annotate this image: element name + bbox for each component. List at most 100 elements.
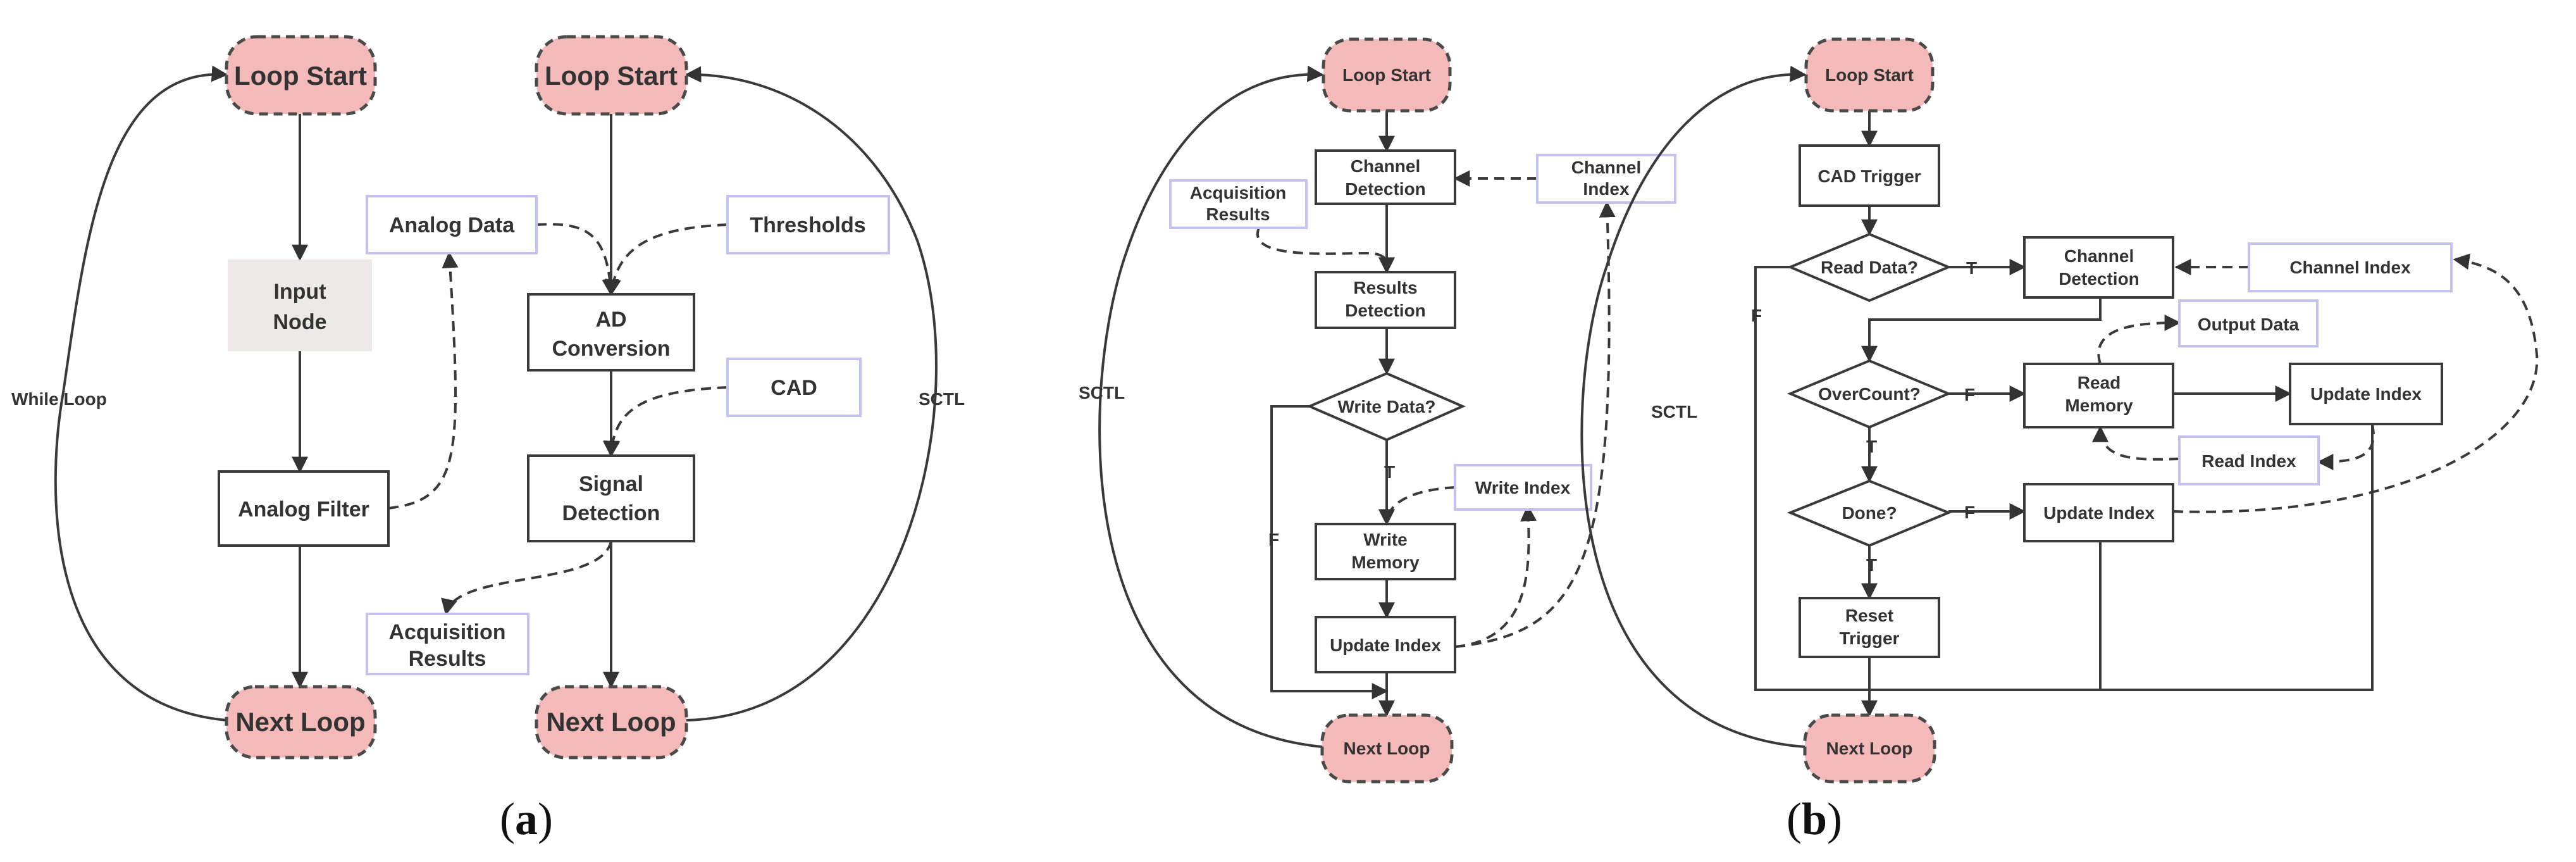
edge-sctl-loop-back-b1 [1098, 65, 1324, 748]
sctl-label: SCTL [1651, 402, 1697, 422]
cad-node: CAD [726, 358, 862, 417]
edge-while-loop-back [54, 65, 228, 721]
input-node: Input Node [228, 259, 372, 351]
loop-start-node: Loop Start [1804, 37, 1935, 113]
output-data-node: Output Data [2178, 299, 2319, 347]
false-label: F [1268, 530, 1279, 549]
channel-detection-label-1: Channel [2064, 246, 2134, 266]
panel-b-right-edges [1580, 65, 2539, 748]
thresholds-label: Thresholds [750, 213, 865, 237]
panel-a-right-edges [441, 66, 938, 721]
channel-detection-node: Channel Detection [2023, 236, 2174, 299]
ad-conversion-label-1: AD [595, 308, 626, 332]
thresholds-node: Thresholds [726, 195, 890, 254]
panel-b-right: Loop Start CAD Trigger Read Data? T F Ch… [1580, 37, 2539, 844]
panel-b-right-nodes: Loop Start CAD Trigger Read Data? T F Ch… [1651, 37, 2453, 784]
edge-channel-to-overcount [1861, 297, 2102, 363]
overcount-decision: OverCount? [1786, 359, 1952, 429]
acquisition-results-label-1: Acquisition [1190, 183, 1286, 203]
loop-start-label: Loop Start [545, 61, 678, 91]
analog-filter-node: Analog Filter [218, 470, 390, 547]
read-data-label: Read Data? [1821, 258, 1918, 277]
edge-thresholds-to-ad [604, 223, 728, 296]
reset-trigger-label-2: Trigger [1840, 628, 1900, 648]
channel-index-node: Channel Index [2248, 242, 2453, 292]
done-decision: Done? [1786, 479, 1952, 547]
input-node-label-2: Node [273, 310, 327, 334]
edge-cad-to-signal [604, 386, 728, 458]
next-loop-label: Next Loop [1826, 739, 1913, 758]
reset-trigger-label-1: Reset [1845, 606, 1893, 625]
signal-detection-node: Signal Detection [527, 454, 695, 542]
done-false-label: F [1964, 503, 1975, 522]
edge-analog-data-to-ad [536, 223, 619, 296]
read-memory-node: Read Memory [2023, 363, 2174, 428]
loop-start-label: Loop Start [234, 61, 367, 91]
next-loop-node: Next Loop [1320, 713, 1454, 784]
edge-filter-to-analog-data [388, 251, 459, 509]
true-label: T [1384, 462, 1395, 482]
channel-index-label-1: Channel [1571, 158, 1641, 177]
read-false-label: F [1751, 306, 1762, 325]
edge-read-to-output [2097, 315, 2181, 365]
overcount-true-label: T [1866, 437, 1877, 456]
edge-acq-to-results [1256, 227, 1396, 274]
ad-conversion-node: AD Conversion [527, 293, 695, 372]
edge-write-index-to-memory [1378, 486, 1456, 526]
sctl-label: SCTL [1079, 383, 1125, 403]
next-loop-node: Next Loop [1803, 713, 1936, 784]
overcount-false-label: F [1964, 385, 1975, 404]
loop-start-label: Loop Start [1825, 65, 1914, 85]
update-index-mid-label: Update Index [2043, 503, 2155, 523]
acquisition-results-label-1: Acquisition [388, 620, 505, 644]
input-node-label-1: Input [273, 280, 326, 304]
acquisition-results-node: Acquisition Results [1169, 179, 1308, 229]
edge-update-to-write-index [1454, 504, 1537, 648]
channel-index-label: Channel Index [2289, 258, 2411, 277]
update-index-label: Update Index [1330, 635, 1441, 655]
edge-sctl-loop-back-b2 [1580, 65, 1807, 748]
update-index-node: Update Index [1315, 616, 1456, 673]
write-memory-label-2: Memory [1351, 553, 1420, 572]
output-data-label: Output Data [2198, 315, 2300, 334]
sctl-label: SCTL [919, 389, 965, 409]
update-index-top-label: Update Index [2310, 384, 2422, 404]
analog-data-label: Analog Data [389, 213, 515, 237]
edge-false-branch [1270, 405, 1389, 699]
edge-read-false [1754, 266, 1869, 691]
analog-filter-label: Analog Filter [238, 497, 369, 522]
next-loop-label: Next Loop [235, 707, 365, 737]
channel-detection-label-1: Channel [1351, 156, 1420, 176]
panel-a-right-nodes: Loop Start Analog Data Thresholds AD Con… [366, 35, 965, 759]
panel-a: Loop Start Input Node Analog Filter Next… [11, 35, 965, 844]
read-index-node: Read Index [2178, 435, 2320, 485]
read-data-decision: Read Data? [1786, 232, 1952, 303]
write-index-node: Write Index [1454, 464, 1592, 511]
loop-start-node: Loop Start [225, 35, 377, 116]
next-loop-node: Next Loop [225, 685, 377, 759]
acquisition-results-label-2: Results [409, 647, 486, 671]
loop-start-label: Loop Start [1342, 65, 1431, 85]
next-loop-label: Next Loop [1344, 739, 1430, 758]
write-memory-label-1: Write [1363, 530, 1408, 549]
edge-update-to-channel-index [1454, 201, 1616, 648]
signal-detection-label-1: Signal [579, 472, 643, 496]
overcount-label: OverCount? [1818, 384, 1921, 404]
edge-signal-to-acq [441, 540, 612, 616]
results-detection-label-2: Detection [1345, 301, 1426, 320]
read-index-label: Read Index [2201, 451, 2296, 471]
next-loop-label: Next Loop [546, 707, 676, 737]
signal-detection-label-2: Detection [562, 501, 660, 525]
update-index-mid-node: Update Index [2023, 483, 2174, 542]
write-data-label: Write Data? [1337, 397, 1435, 416]
edge-read-index-to-memory [2092, 425, 2180, 461]
channel-detection-label-2: Detection [2059, 269, 2139, 289]
results-detection-node: Results Detection [1315, 271, 1456, 329]
loop-start-node: Loop Start [1322, 37, 1452, 113]
acquisition-results-node: Acquisition Results [366, 613, 529, 675]
edge-sctl-loop-back-a [684, 66, 938, 721]
panel-a-caption: (a) [500, 794, 553, 844]
write-index-label: Write Index [1475, 478, 1571, 497]
done-true-label: T [1866, 555, 1877, 575]
